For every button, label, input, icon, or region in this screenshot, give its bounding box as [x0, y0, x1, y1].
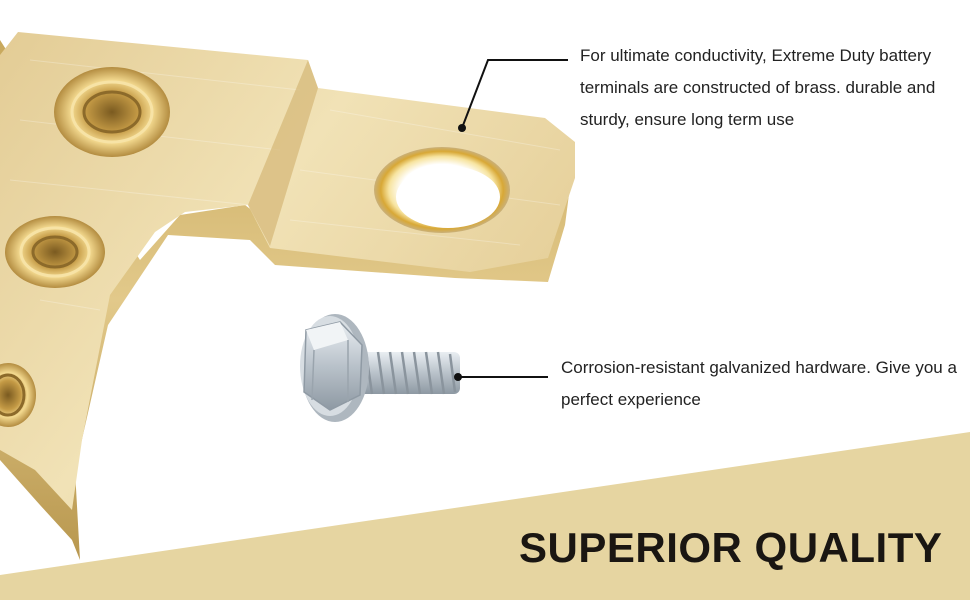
threaded-hole-2 — [5, 216, 105, 288]
threaded-hole-1 — [54, 67, 170, 157]
brass-step — [248, 60, 318, 246]
callout-hardware-text: Corrosion-resistant galvanized hardware.… — [561, 358, 957, 409]
banner-background — [0, 432, 970, 600]
brass-plate-edge — [0, 40, 575, 560]
callout-1-leader — [458, 59, 568, 132]
through-hole — [374, 147, 510, 233]
callout-2-leader — [454, 373, 548, 381]
superior-quality-headline: SUPERIOR QUALITY — [519, 524, 943, 571]
bolt — [300, 314, 460, 422]
callout-conductivity-text: For ultimate conductivity, Extreme Duty … — [580, 46, 936, 129]
threaded-hole-3 — [0, 363, 36, 427]
